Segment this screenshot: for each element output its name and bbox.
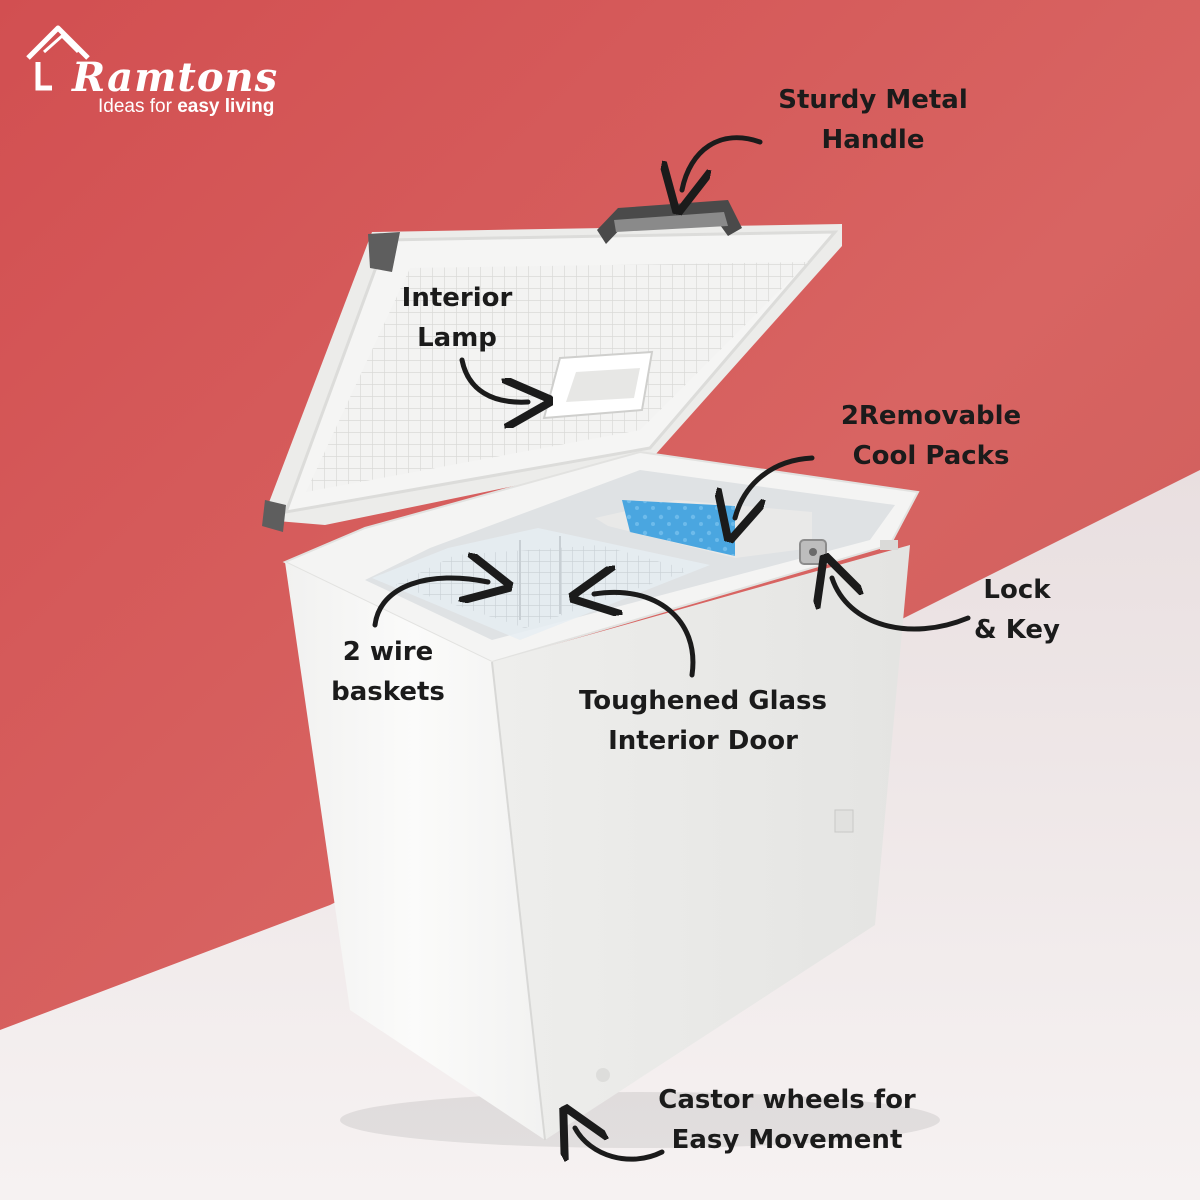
handle-arrow [682, 135, 763, 190]
cool-pack-arrow [735, 455, 815, 518]
brand-tagline: Ideas for easy living [98, 96, 274, 118]
callout-handle-line1: Sturdy Metal [778, 85, 968, 115]
callout-handle-line2: Handle [821, 125, 925, 155]
callout-castors-line2: Easy Movement [671, 1125, 903, 1155]
callout-glass-door-line2: Interior Door [608, 726, 798, 756]
callout-lock: Lock & Key [962, 570, 1072, 650]
freezer-lid [262, 200, 842, 532]
lock-arrow [832, 578, 971, 632]
tagline-prefix: Ideas for [98, 96, 172, 117]
callout-lamp-line1: Interior [401, 283, 513, 313]
callout-cool-packs: 2Removable Cool Packs [826, 396, 1036, 476]
callout-castors-line1: Castor wheels for [658, 1085, 916, 1115]
basket-arrow [372, 578, 488, 628]
glass-door-arrow [594, 592, 696, 678]
callout-baskets-line2: baskets [331, 677, 445, 707]
tagline-bold: easy living [177, 96, 275, 117]
brand-name: Ramtons [72, 54, 279, 101]
callout-lamp: Interior Lamp [392, 278, 522, 358]
callout-baskets: 2 wire baskets [318, 632, 458, 712]
callout-handle: Sturdy Metal Handle [768, 80, 978, 160]
castor-arrow [575, 1128, 665, 1159]
brand-logo: Ramtons Ideas for easy living [22, 22, 292, 132]
callout-lock-line2: & Key [974, 615, 1060, 645]
house-roof-logo-icon [26, 25, 90, 91]
callout-cool-packs-line1: 2Removable [840, 401, 1022, 431]
callout-cool-packs-line2: Cool Packs [852, 441, 1010, 471]
callout-lock-line1: Lock [983, 575, 1051, 605]
callout-lamp-line2: Lamp [417, 323, 497, 353]
callout-glass-door: Toughened Glass Interior Door [560, 681, 846, 761]
callout-arrows [372, 135, 971, 1159]
callout-castors: Castor wheels for Easy Movement [642, 1080, 932, 1160]
lamp-arrow [459, 357, 528, 402]
callout-glass-door-line1: Toughened Glass [579, 686, 827, 716]
callout-baskets-line1: 2 wire [342, 637, 434, 667]
